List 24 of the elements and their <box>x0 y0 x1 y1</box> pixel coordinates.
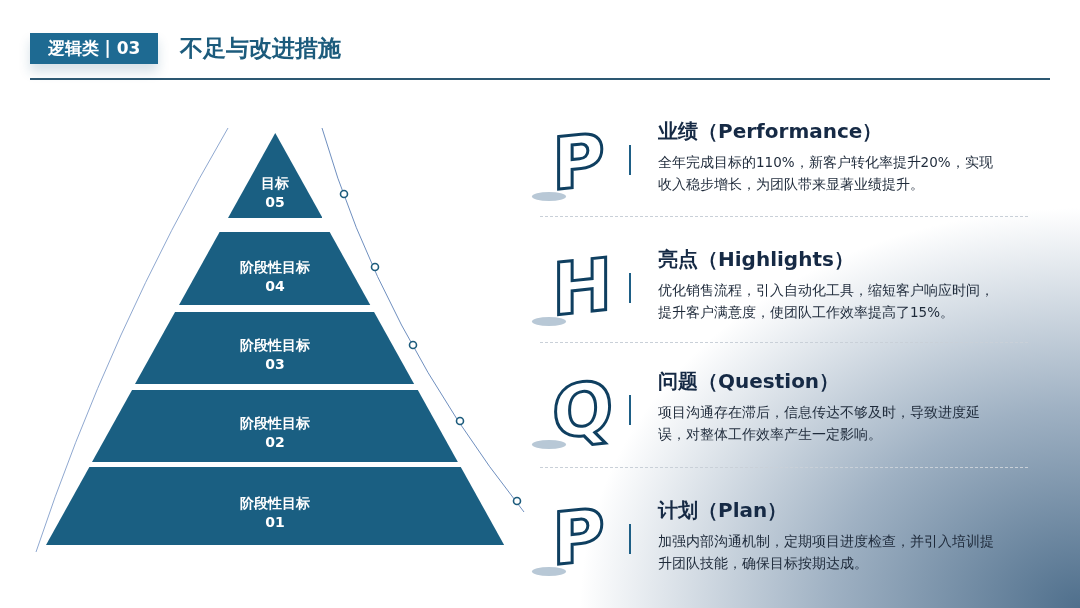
tier-label: 阶段性目标 <box>240 258 310 277</box>
tier-number: 02 <box>265 433 285 452</box>
item-heading: 业绩（Performance） <box>658 118 883 144</box>
item-description: 全年完成目标的110%，新客户转化率提升20%，实现收入稳步增长，为团队带来显著业绩提升。 <box>658 153 994 194</box>
tier-label: 阶段性目标 <box>240 336 310 355</box>
tier-number: 05 <box>265 193 285 212</box>
outlined-letter: Q <box>552 366 614 454</box>
outlined-letter: H <box>552 243 613 331</box>
item-description: 项目沟通存在滞后，信息传达不够及时，导致进度延误，对整体工作效率产生一定影响。 <box>658 403 981 444</box>
item-heading: 问题（Question） <box>658 368 840 394</box>
item-description: 加强内部沟通机制，定期项目进度检查，并引入培训提升团队技能，确保目标按期达成。 <box>658 532 995 573</box>
category-badge: 逻辑类 | 03 <box>30 33 158 64</box>
tier-number: 04 <box>265 277 285 296</box>
item-heading: 计划（Plan） <box>658 497 788 523</box>
tier-label: 目标 <box>261 174 289 193</box>
tier-number: 01 <box>265 513 285 532</box>
tier-number: 03 <box>265 355 285 374</box>
outlined-letter: P <box>552 494 605 580</box>
page-title: 不足与改进措施 <box>180 34 341 63</box>
item-heading: 亮点（Highlights） <box>658 246 854 272</box>
tier-label: 阶段性目标 <box>240 494 310 513</box>
item-description: 优化销售流程，引入自动化工具，缩短客户响应时间，提升客户满意度，使团队工作效率提高了15%。 <box>658 281 995 322</box>
outlined-letter: P <box>552 119 605 205</box>
tier-label: 阶段性目标 <box>240 414 310 433</box>
